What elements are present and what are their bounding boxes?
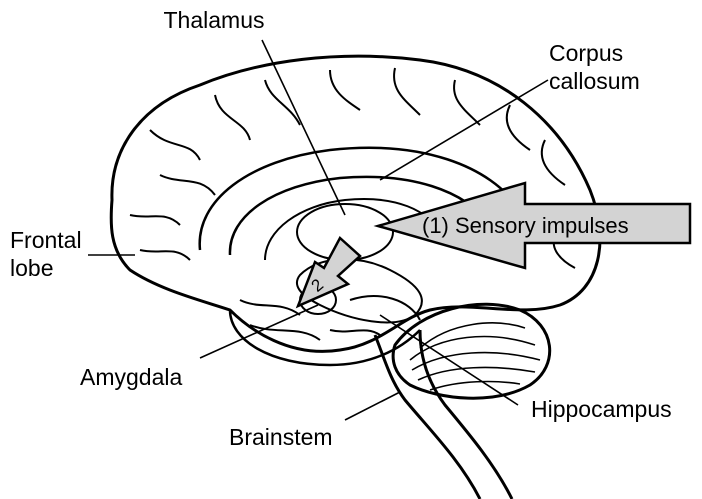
label-amygdala: Amygdala: [80, 364, 182, 390]
label-frontal-lobe-1: Frontal: [10, 227, 82, 253]
label-thalamus: Thalamus: [164, 7, 265, 33]
label-brainstem: Brainstem: [229, 424, 333, 450]
label-hippocampus: Hippocampus: [531, 396, 672, 422]
temporal-lobe-outline: [230, 310, 420, 365]
label-frontal-lobe-2: lobe: [10, 255, 53, 281]
leader-thalamus: [262, 40, 345, 215]
label-corpus-callosum-2: callosum: [549, 68, 640, 94]
leader-brainstem: [345, 392, 400, 420]
label-sensory-impulses: (1) Sensory impulses: [422, 213, 629, 238]
label-corpus-callosum-1: Corpus: [549, 40, 623, 66]
brainstem-outline: [375, 335, 480, 499]
cerebellum-outline: [393, 304, 550, 398]
hippocampus-region: [350, 296, 420, 320]
